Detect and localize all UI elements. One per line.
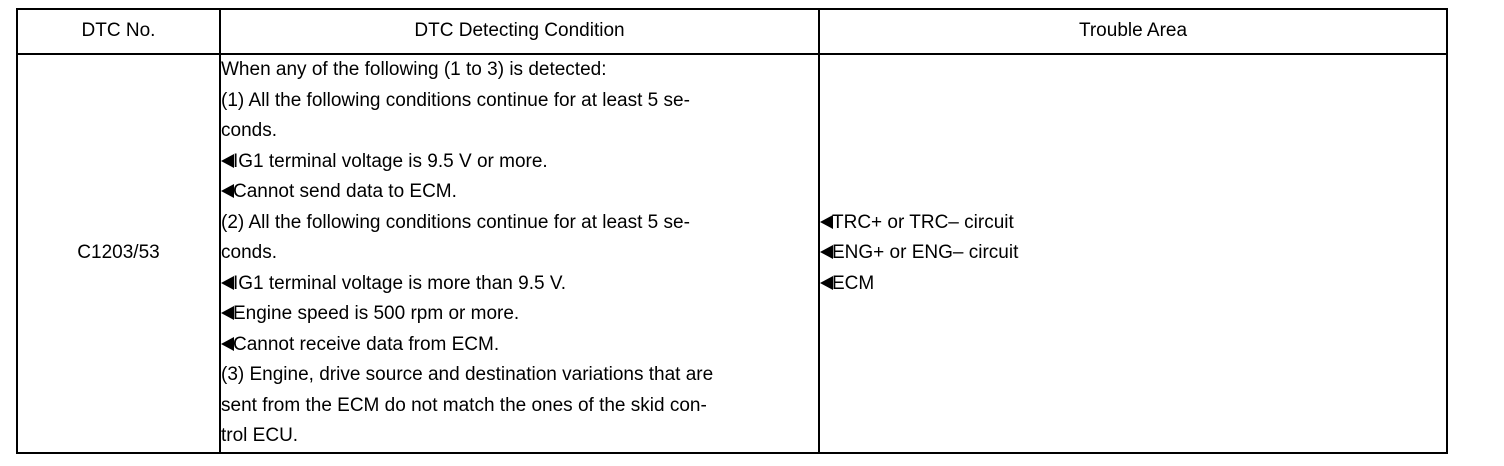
trouble-item: ENG+ or ENG– circuit (820, 238, 1446, 269)
trouble-item: TRC+ or TRC– circuit (820, 208, 1446, 239)
dtc-table: DTC No. DTC Detecting Condition Trouble … (16, 8, 1448, 454)
condition-2-heading: (2) All the following conditions continu… (221, 211, 690, 233)
condition-3-text: (3) Engine, drive source and destination… (221, 364, 714, 385)
triangle-bullet-icon (221, 275, 234, 290)
condition-2-item-text: IG1 terminal voltage is more than 9.5 V. (233, 272, 567, 294)
condition-cell: When any of the following (1 to 3) is de… (219, 53, 820, 454)
condition-intro: When any of the following (1 to 3) is de… (221, 59, 607, 80)
condition-3-text: trol ECU. (221, 425, 299, 446)
triangle-bullet-icon (221, 153, 234, 168)
header-condition: DTC Detecting Condition (219, 8, 820, 55)
table-row: C1203/53 When any of the following (1 to… (16, 53, 1448, 454)
condition-1-heading: (1) All the following conditions continu… (221, 89, 690, 111)
condition-2-item: IG1 terminal voltage is more than 9.5 V. (221, 269, 818, 300)
triangle-bullet-icon (221, 184, 234, 198)
condition-1-item-text: Cannot send data to ECM. (233, 181, 457, 202)
trouble-item-text: ENG+ or ENG– circuit (832, 242, 1019, 263)
triangle-bullet-icon (820, 245, 833, 259)
condition-1-item: IG1 terminal voltage is 9.5 V or more. (221, 147, 818, 178)
triangle-bullet-icon (221, 336, 234, 351)
dtc-code-cell: C1203/53 (16, 53, 221, 454)
header-trouble-area: Trouble Area (818, 8, 1448, 55)
condition-1-item: Cannot send data to ECM. (221, 177, 818, 208)
trouble-item-text: TRC+ or TRC– circuit (832, 211, 1014, 233)
condition-2-item-text: Engine speed is 500 rpm or more. (233, 303, 520, 324)
condition-2-heading-cont: conds. (221, 242, 277, 263)
header-dtc-no: DTC No. (16, 8, 221, 55)
condition-1-heading-cont: conds. (221, 120, 277, 141)
condition-2-item-text: Cannot receive data from ECM. (233, 333, 500, 355)
condition-2-item: Engine speed is 500 rpm or more. (221, 299, 818, 330)
triangle-bullet-icon (820, 214, 833, 229)
trouble-item-text: ECM (832, 272, 875, 294)
trouble-area-cell: TRC+ or TRC– circuit ENG+ or ENG– circui… (818, 53, 1448, 454)
trouble-item: ECM (820, 269, 1446, 300)
condition-1-item-text: IG1 terminal voltage is 9.5 V or more. (233, 150, 548, 172)
header-row: DTC No. DTC Detecting Condition Trouble … (16, 8, 1448, 55)
triangle-bullet-icon (221, 306, 234, 320)
condition-3-text: sent from the ECM do not match the ones … (221, 394, 707, 416)
triangle-bullet-icon (820, 275, 833, 290)
condition-2-item: Cannot receive data from ECM. (221, 330, 818, 361)
